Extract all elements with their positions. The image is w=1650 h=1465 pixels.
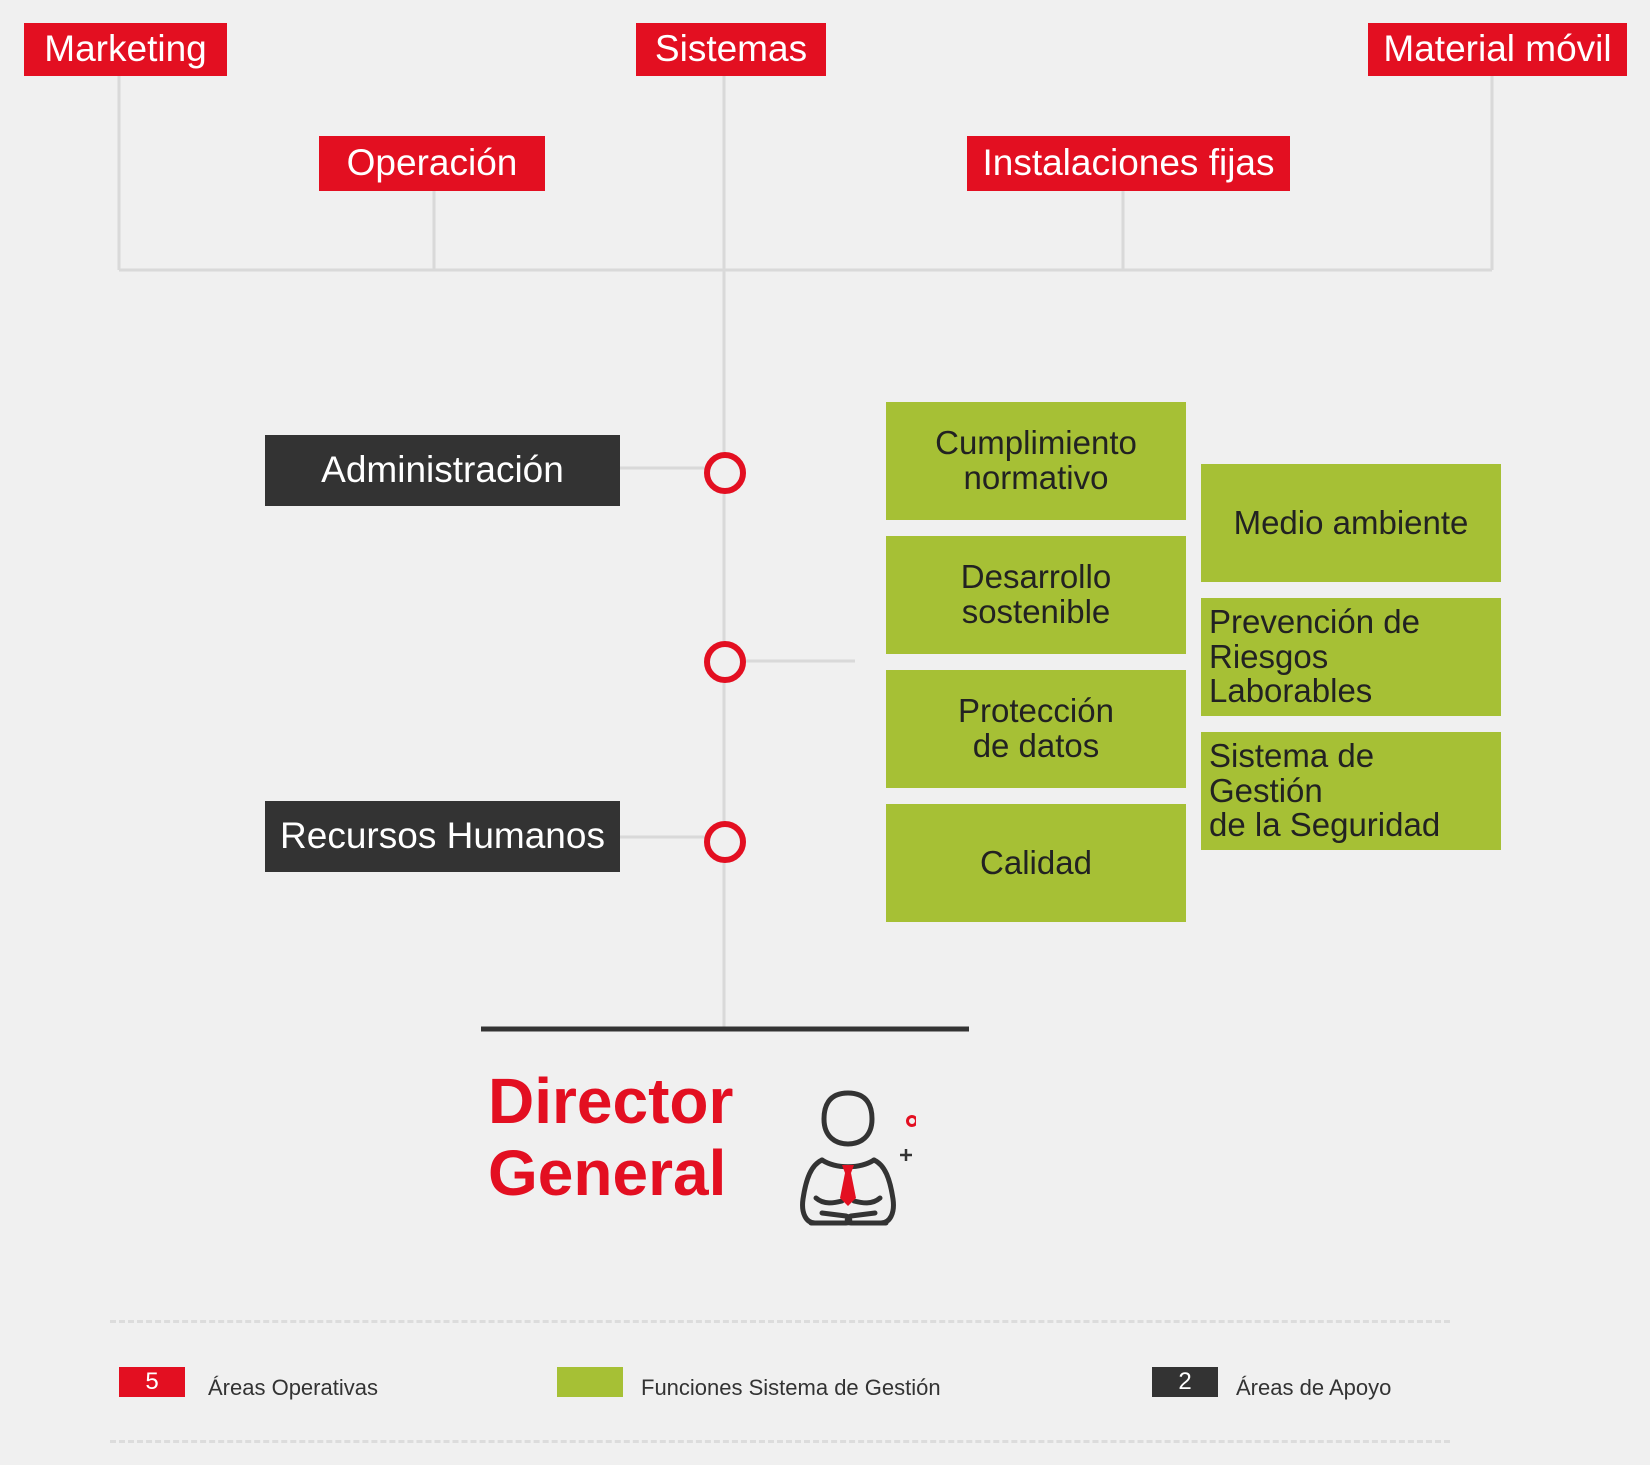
function-proteccion-line1: Protección <box>958 692 1114 730</box>
function-medio-ambiente-label: Medio ambiente <box>1233 503 1469 541</box>
area-administracion: Administración <box>265 435 620 506</box>
function-cumplimiento: Cumplimiento normativo <box>886 402 1186 520</box>
legend-swatch-operativas: 5 <box>119 1367 185 1397</box>
function-calidad: Calidad <box>886 804 1186 922</box>
function-sistema-gestion-line1: Sistema de Gestión <box>1209 737 1375 809</box>
junction-ring-administracion <box>704 452 746 494</box>
legend-funciones-label: Funciones Sistema de Gestión <box>641 1375 941 1400</box>
junction-ring-funciones <box>704 641 746 683</box>
legend-divider-top <box>110 1320 1450 1323</box>
function-desarrollo: Desarrollo sostenible <box>886 536 1186 654</box>
businessman-icon <box>800 1090 916 1226</box>
legend-operativas-count: 5 <box>145 1368 159 1395</box>
area-instalaciones-label: Instalaciones fijas <box>982 142 1275 184</box>
function-prevencion-line1: Prevención de <box>1209 603 1420 641</box>
function-sistema-gestion: Sistema de Gestión de la Seguridad <box>1201 732 1501 850</box>
area-marketing: Marketing <box>24 23 227 76</box>
area-sistemas-label: Sistemas <box>654 28 808 70</box>
director-title: Director General <box>488 1065 733 1209</box>
function-proteccion-line2: de datos <box>972 727 1100 764</box>
function-cumplimiento-line1: Cumplimiento <box>935 424 1137 462</box>
area-administracion-label: Administración <box>321 449 564 491</box>
function-calidad-label: Calidad <box>980 843 1092 881</box>
function-prevencion: Prevención de Riesgos Laborables <box>1201 598 1501 716</box>
function-desarrollo-line1: Desarrollo <box>960 558 1112 596</box>
junction-ring-rrhh <box>704 821 746 863</box>
function-proteccion: Protección de datos <box>886 670 1186 788</box>
area-marketing-label: Marketing <box>44 28 207 70</box>
area-instalaciones-fijas: Instalaciones fijas <box>967 136 1290 191</box>
area-operacion: Operación <box>319 136 545 191</box>
area-sistemas: Sistemas <box>636 23 826 76</box>
area-operacion-label: Operación <box>346 142 518 184</box>
area-material-movil-label: Material móvil <box>1383 28 1612 70</box>
legend-swatch-apoyo: 2 <box>1152 1367 1218 1397</box>
legend-operativas-label: Áreas Operativas <box>208 1375 378 1400</box>
function-desarrollo-line2: sostenible <box>961 593 1111 630</box>
director-title-line2: General <box>488 1137 727 1209</box>
function-cumplimiento-line2: normativo <box>963 459 1109 496</box>
legend-divider-bottom <box>110 1440 1450 1443</box>
director-title-line1: Director <box>488 1065 734 1137</box>
legend-swatch-funciones <box>557 1367 623 1397</box>
function-medio-ambiente: Medio ambiente <box>1201 464 1501 582</box>
area-rrhh-label: Recursos Humanos <box>280 815 605 857</box>
legend-apoyo-label: Áreas de Apoyo <box>1236 1375 1392 1400</box>
function-sistema-gestion-line2: de la Seguridad <box>1209 806 1441 844</box>
legend-apoyo-count: 2 <box>1178 1368 1192 1395</box>
function-prevencion-line2: Riesgos Laborables <box>1209 637 1373 710</box>
area-material-movil: Material móvil <box>1368 23 1627 76</box>
area-recursos-humanos: Recursos Humanos <box>265 801 620 872</box>
